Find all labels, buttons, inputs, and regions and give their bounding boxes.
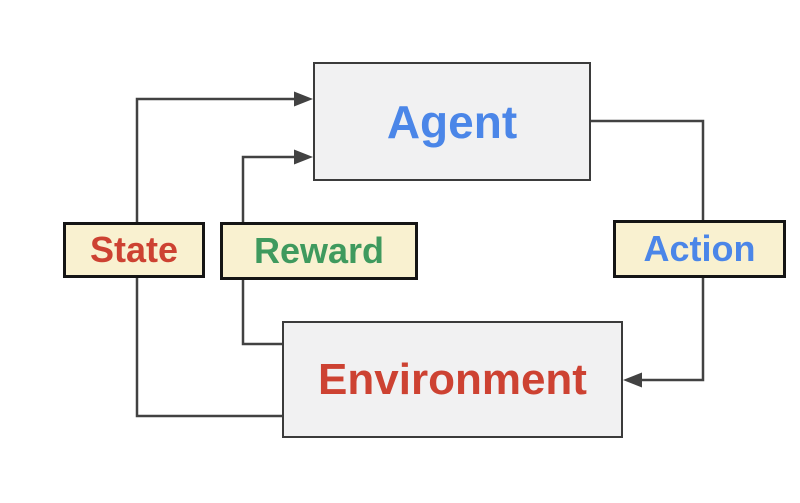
reward-label-text: Reward [253, 230, 385, 271]
action-label-node: Action [613, 220, 786, 278]
reward-label-node: Reward [220, 222, 418, 280]
state-edge-arrowhead-icon [294, 91, 313, 107]
action-edge-arrowhead-icon [623, 372, 642, 388]
environment-node: Environment [282, 321, 623, 438]
action-label-text: Action [643, 228, 756, 269]
agent-node-label: Agent [386, 95, 518, 148]
state-label-text: State [89, 229, 179, 270]
reward-edge-arrowhead-icon [294, 149, 313, 165]
environment-node-label: Environment [318, 354, 587, 404]
agent-node: Agent [313, 62, 591, 181]
state-label-node: State [63, 222, 205, 278]
